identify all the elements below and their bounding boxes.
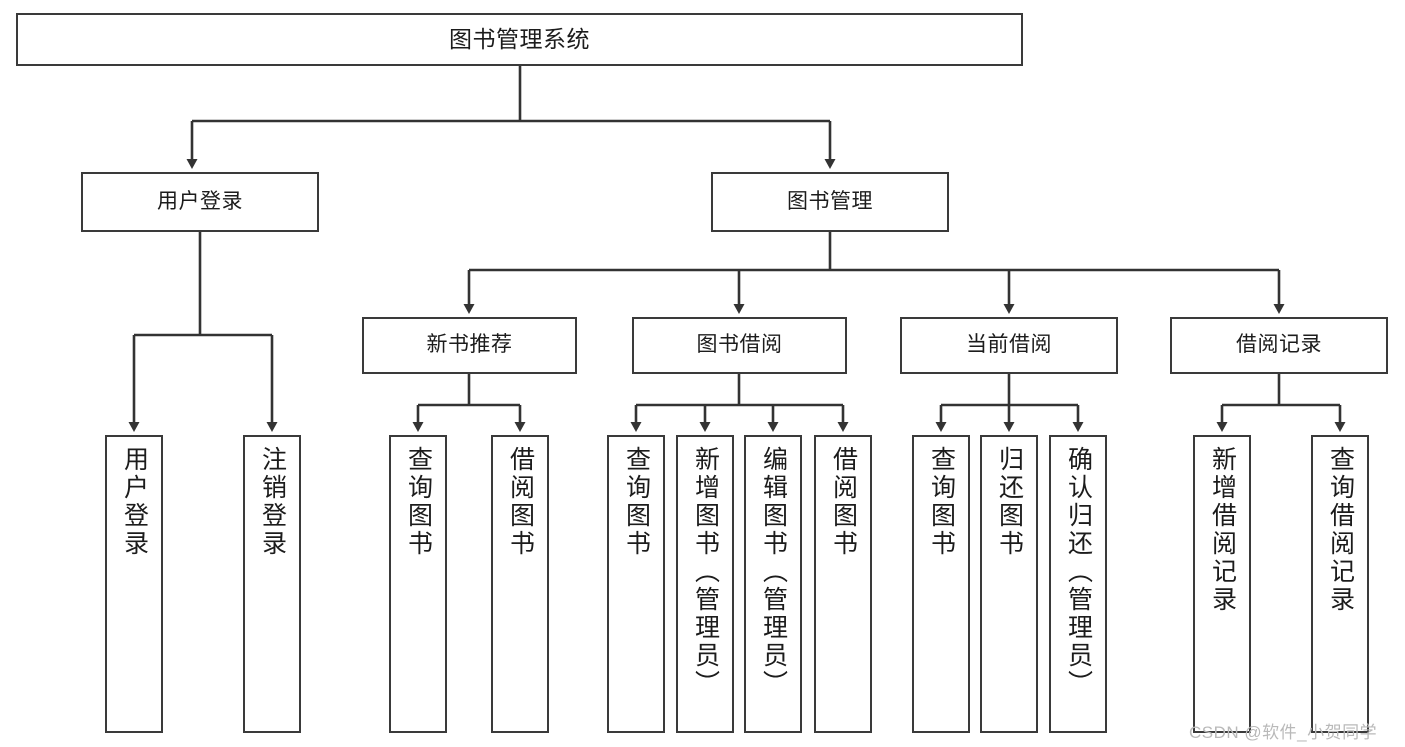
- node-leaf-query-borrow-record-label: 查询借阅记录: [1326, 446, 1355, 614]
- node-book-management[interactable]: 图书管理: [711, 172, 949, 232]
- node-user-login-label: 用户登录: [157, 189, 243, 213]
- node-leaf-borrow-book-2[interactable]: 借阅图书: [814, 435, 872, 733]
- node-leaf-borrow-book-1[interactable]: 借阅图书: [491, 435, 549, 733]
- node-book-borrow-label: 图书借阅: [696, 333, 783, 357]
- node-leaf-edit-book[interactable]: 编辑图书（管理员）: [744, 435, 802, 733]
- node-leaf-confirm-return[interactable]: 确认归还（管理员）: [1049, 435, 1107, 733]
- node-borrow-record-label: 借阅记录: [1236, 333, 1322, 357]
- node-leaf-edit-book-label: 编辑图书（管理员）: [759, 446, 788, 698]
- node-leaf-user-login[interactable]: 用户登录: [105, 435, 163, 733]
- node-leaf-add-book-label: 新增图书（管理员）: [691, 446, 720, 698]
- node-leaf-add-borrow-record-label: 新增借阅记录: [1208, 446, 1237, 614]
- node-new-book-recommend-label: 新书推荐: [426, 333, 513, 357]
- node-borrow-record[interactable]: 借阅记录: [1170, 317, 1388, 374]
- node-leaf-add-borrow-record[interactable]: 新增借阅记录: [1193, 435, 1251, 733]
- node-leaf-return-book-label: 归还图书: [995, 446, 1024, 558]
- node-leaf-confirm-return-label: 确认归还（管理员）: [1064, 446, 1093, 698]
- node-book-borrow[interactable]: 图书借阅: [632, 317, 847, 374]
- node-book-management-label: 图书管理: [787, 189, 873, 213]
- node-new-book-recommend[interactable]: 新书推荐: [362, 317, 577, 374]
- node-root-label: 图书管理系统: [449, 25, 590, 52]
- node-leaf-logout-login-label: 注销登录: [258, 446, 287, 558]
- node-leaf-logout-login[interactable]: 注销登录: [243, 435, 301, 733]
- node-leaf-return-book[interactable]: 归还图书: [980, 435, 1038, 733]
- node-leaf-query-book-3[interactable]: 查询图书: [912, 435, 970, 733]
- node-leaf-query-book-1[interactable]: 查询图书: [389, 435, 447, 733]
- node-leaf-query-book-2-label: 查询图书: [622, 446, 651, 558]
- node-leaf-query-borrow-record[interactable]: 查询借阅记录: [1311, 435, 1369, 733]
- watermark-text: CSDN @软件_小贺同学: [1189, 723, 1378, 742]
- node-user-login[interactable]: 用户登录: [81, 172, 319, 232]
- node-current-borrow-label: 当前借阅: [966, 333, 1052, 357]
- node-leaf-query-book-3-label: 查询图书: [927, 446, 956, 558]
- node-current-borrow[interactable]: 当前借阅: [900, 317, 1118, 374]
- node-leaf-user-login-label: 用户登录: [120, 446, 149, 558]
- node-root[interactable]: 图书管理系统: [16, 13, 1023, 66]
- node-leaf-query-book-1-label: 查询图书: [404, 446, 433, 558]
- node-leaf-borrow-book-1-label: 借阅图书: [506, 446, 535, 558]
- node-leaf-query-book-2[interactable]: 查询图书: [607, 435, 665, 733]
- node-leaf-add-book[interactable]: 新增图书（管理员）: [676, 435, 734, 733]
- node-leaf-borrow-book-2-label: 借阅图书: [829, 446, 858, 558]
